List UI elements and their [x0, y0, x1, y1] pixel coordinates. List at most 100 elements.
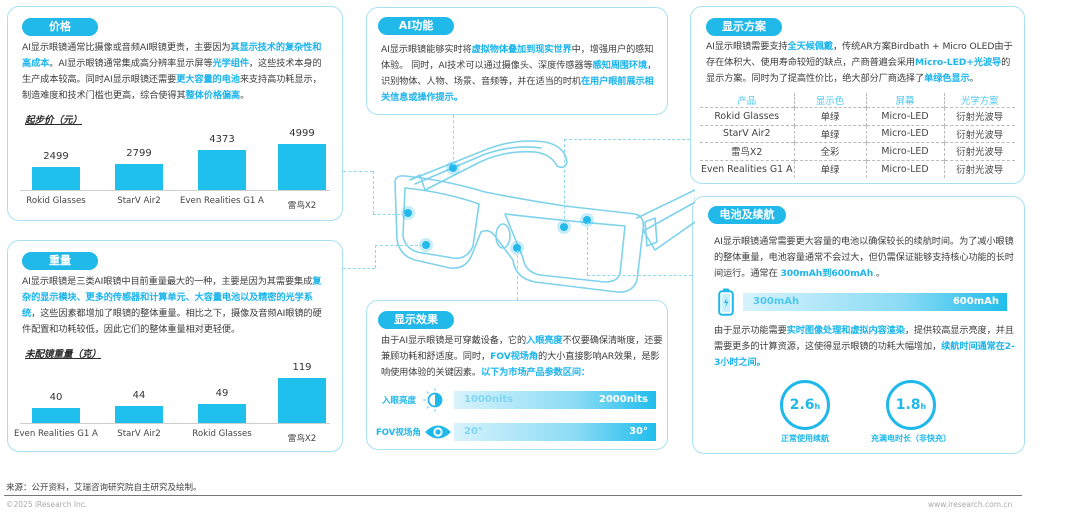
table-cell: Micro-LED: [866, 142, 945, 160]
connector-weight-h1: [343, 268, 375, 269]
weight-marker: [404, 209, 412, 217]
table-cell: Micro-LED: [866, 159, 945, 178]
brightness-range-bar: 1000nits 2000nits: [454, 391, 656, 409]
battery-marker: [583, 216, 591, 224]
bar: [115, 164, 163, 190]
body-text: 不仅要确保清晰度，还要兼顾功耗和舒适度。同时，: [381, 335, 663, 362]
body-text: 。: [873, 268, 886, 279]
battery-life-ring: 2.6h: [780, 380, 830, 430]
table-cell: Micro-LED: [866, 107, 945, 125]
highlight-text: 其显示技术的复杂性和高成本: [22, 42, 322, 69]
body-text: 来支持高功耗显示，制造难度和技术门槛也更高，综合使得其: [22, 74, 322, 101]
bar-column: 4999: [278, 126, 326, 190]
brightness-icon: [423, 388, 443, 412]
bar-value-label: 40: [49, 391, 63, 403]
eye-icon: [425, 425, 451, 439]
bar: [32, 167, 80, 190]
charge-time-value: 1.8: [895, 397, 921, 413]
body-text: 的大小直接影响AR效果，是影响使用体验的关键因素。: [381, 351, 660, 378]
table-cell: Micro-LED: [866, 124, 945, 143]
bar-value-label: 2799: [126, 148, 152, 160]
table-cell: Even Realities G1 A: [700, 159, 795, 178]
price-text: AI显示眼镜通常比摄像或音频AI眼镜更贵，主要因为其显示技术的复杂性和高成本。A…: [22, 40, 322, 104]
charge-time-ring: 1.8h: [886, 380, 936, 430]
connector-price-h1: [343, 171, 373, 172]
x-axis-label: StarV Air2: [117, 196, 161, 206]
battery-text-2: 由于显示功能需要实时图像处理和虚拟内容渲染，提供较高显示亮度，并且需要更多的计算…: [714, 323, 1019, 371]
connector-ai: [453, 115, 454, 165]
charge-time-unit: h: [920, 402, 927, 411]
body-text: AI显示眼镜需要支持: [706, 41, 788, 52]
battery-life-value: 2.6: [789, 397, 815, 413]
connector-scheme-h: [564, 139, 690, 140]
highlight-text: 感知周围环境: [592, 60, 648, 71]
price-marker: [422, 241, 430, 249]
body-text: ，识别物体、人物、场景、音频等，并在适当的时机: [381, 60, 657, 87]
x-axis-label: 雷鸟X2: [287, 201, 317, 211]
weight-axis: [20, 423, 330, 424]
highlight-text: 续航时间通常在2-3小时之间。: [714, 341, 1015, 368]
bar-column: 44: [115, 360, 163, 423]
body-text: ，传统AR方案Birdbath + Micro OLED由于存在体积大、使用寿命…: [706, 41, 1013, 68]
body-text: ，这些因素都增加了眼镜的整体重量。相比之下，摄像及音频AI眼镜的硬件配置和功耗较…: [22, 308, 322, 335]
bar: [115, 406, 163, 423]
body-text: AI显示眼镜通常比摄像或音频AI眼镜更贵，主要因为: [22, 42, 231, 53]
body-text: AI显示眼镜通常需要更大容量的电池以确保较长的续航时间。为了减小眼镜的整体重量，…: [714, 236, 1014, 279]
body-text: ，这些技术本身的生产成本较高。同时AI显示眼镜还需要: [22, 58, 322, 85]
weight-text: AI显示眼镜是三类AI眼镜中目前重量最大的一种，主要是因为其需要集成复杂的显示模…: [22, 274, 322, 338]
brightness-low: 1000nits: [464, 394, 514, 405]
connector-price-h2: [373, 214, 405, 215]
bar: [198, 149, 246, 190]
battery-life-unit: h: [814, 402, 821, 411]
battery-title: 电池及续航: [708, 206, 786, 224]
x-axis-label: 雷鸟X2: [287, 434, 317, 444]
highlight-text: 300mAh到600mAh: [780, 268, 874, 279]
highlight-text: 单绿色显示: [924, 73, 970, 84]
fov-range-bar: 20° 30°: [454, 423, 656, 441]
display-effect-text: 由于AI显示眼镜是可穿戴设备，它的入眼亮度不仅要确保清晰度，还要兼顾功耗和舒适度…: [381, 333, 663, 381]
connector-weight-v: [375, 245, 376, 268]
x-axis-label: StarV Air2: [117, 429, 161, 439]
battery-text-1: AI显示眼镜通常需要更大容量的电池以确保较长的续航时间。为了减小眼镜的整体重量，…: [714, 234, 1019, 282]
bar-value-label: 119: [292, 362, 312, 373]
table-header: 屏幕: [866, 93, 945, 108]
highlight-text: 光学组件: [212, 58, 249, 69]
price-chart-title: 起步价（元）: [25, 115, 83, 126]
table-header: 显示色: [794, 93, 867, 108]
ai-function-title: AI功能: [378, 17, 454, 35]
display-effect-title: 显示效果: [378, 311, 454, 329]
footer-divider: [4, 495, 1022, 496]
highlight-text: 入眼亮度: [526, 335, 563, 346]
connector-scheme-v: [564, 139, 565, 224]
battery-life-label: 正常使用续航: [781, 434, 829, 443]
table-cell: 衍射光波导: [944, 124, 1015, 143]
website-url: www.iresearch.com.cn: [928, 500, 1013, 509]
ai-function-text: AI显示眼镜能够实时将虚拟物体叠加到现实世界中，增强用户的感知体验。 同时，AI…: [381, 42, 661, 106]
highlight-text: 在用户眼前展示相关信息或操作提示。: [381, 76, 654, 103]
display-scheme-text: AI显示眼镜需要支持全天候佩戴，传统AR方案Birdbath + Micro O…: [706, 39, 1018, 87]
table-cell: 衍射光波导: [944, 159, 1015, 178]
table-cell: 衍射光波导: [944, 142, 1015, 160]
weight-title: 重量: [22, 252, 98, 270]
body-text: 。AI显示眼镜通常集成高分辨率显示屏等: [49, 58, 213, 69]
brightness-high: 2000nits: [598, 394, 648, 405]
x-axis-label: Rokid Glasses: [192, 429, 252, 439]
connector-weight-h2: [375, 245, 423, 246]
fov-high: 30°: [629, 426, 648, 437]
highlight-text: 复杂的显示模块、更多的传感器和计算单元、大容量电池以及精密的光学系统: [22, 276, 322, 319]
display-scheme-marker: [560, 223, 568, 231]
battery-range-bar: 300mAh 600mAh: [743, 293, 1007, 311]
x-axis-label: Rokid Glasses: [26, 196, 86, 206]
body-text: AI显示眼镜能够实时将: [381, 44, 472, 55]
table-cell: Rokid Glasses: [700, 107, 795, 125]
bar-value-label: 2499: [43, 151, 69, 163]
table-cell: 单绿: [794, 124, 867, 143]
body-text: 由于显示功能需要: [714, 325, 787, 336]
